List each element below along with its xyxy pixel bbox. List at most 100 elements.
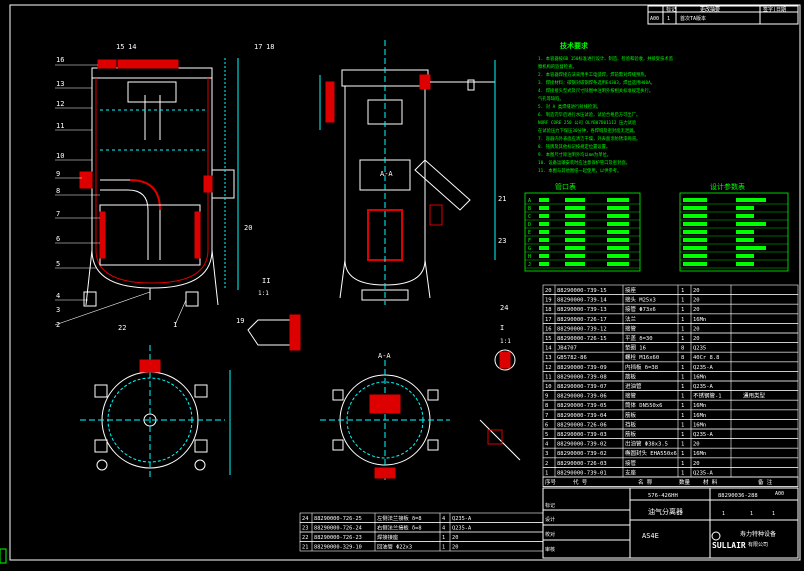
side-elevation-view: [319, 40, 496, 305]
parts-cell-name: 接管: [625, 392, 637, 400]
parts-cell-no: 10: [545, 384, 552, 390]
parts-cell-code: 88290000-739-05: [557, 403, 607, 409]
parts-cell-name: 接管: [625, 324, 637, 332]
revision-block: 标记 更改抽要 签字|日期 A00 1 首次TA版本: [647, 5, 799, 25]
parts-cell-qty: 1: [681, 365, 684, 371]
parts2-cell-mat: 20: [452, 545, 458, 551]
callout-11: 11: [56, 122, 64, 130]
nozzle-label: J: [528, 262, 531, 268]
nozzle-label: D: [528, 222, 531, 228]
parts-header-mat: 材 料: [703, 478, 718, 486]
revision-col-sign: 签字|日期: [763, 6, 786, 13]
parts-cell-qty: 1: [681, 288, 684, 294]
parts-cell-mat: 20: [693, 326, 700, 332]
detail-view-ii: II 1:1: [247, 277, 301, 351]
parts2-cell-name: 回油管 Φ22x3: [377, 543, 412, 551]
parts-header-remark: 备 注: [758, 478, 773, 486]
parts-cell-code: 88290000-739-02: [557, 442, 607, 448]
parts2-cell-code: 88290000-329-10: [314, 545, 362, 551]
plan-view-left: [80, 345, 231, 480]
tech-line-12: 8. 铭牌及其他标记按规定位置设置。: [538, 143, 610, 150]
parts-cell-qty: 1: [681, 374, 684, 380]
nozzle-row: J: [525, 262, 640, 269]
parts-cell-mat: Q235: [693, 346, 706, 352]
parts-cell-mat: 16Mn: [693, 451, 706, 457]
parts-cell-code: 88290000-739-12: [557, 326, 607, 332]
parts-cell-mat: 不锈钢管-1: [693, 392, 722, 400]
parts-cell-qty: 1: [681, 413, 684, 419]
parts-cell-name: 接管 Φ73x6: [625, 305, 656, 313]
parts-cell-no: 12: [545, 365, 552, 371]
tech-line-6: 气孔等缺陷。: [538, 95, 564, 102]
tech-line-9: NORF CORE 250 公司 OLYB07D01112 压力试验: [538, 119, 637, 126]
callout-21: 21: [498, 195, 506, 203]
parts-cell-qty: 1: [681, 326, 684, 332]
callout-6: 6: [56, 235, 60, 243]
nozzle-label: F: [528, 238, 531, 244]
parts-cell-code: 88290000-739-07: [557, 384, 607, 390]
parts-cell-code: 88290000-726-03: [557, 461, 607, 467]
design-row: [680, 246, 788, 253]
title-scale: 1: [722, 511, 725, 517]
tech-line-8: 6. 制造完毕后进行水压试验，试验合格后方可出厂。: [538, 111, 640, 118]
parts-cell-no: 3: [545, 451, 548, 457]
parts-cell-name: 筋板: [625, 411, 637, 419]
drawing-corner-mark: [0, 548, 7, 564]
parts-cell-code: 88290000-739-01: [557, 470, 607, 476]
parts-cell-mat: 20: [693, 288, 700, 294]
parts-header-code: 代 号: [573, 478, 588, 486]
parts-cell-code: 88290000-739-13: [557, 307, 607, 313]
parts-cell-no: 16: [545, 326, 552, 332]
callout-17: 17: [254, 43, 262, 51]
parts2-cell-name: 右侧法兰接板 δ=8: [377, 524, 422, 532]
nozzle-row: F: [525, 238, 640, 245]
parts-header-no: 序号: [545, 478, 557, 486]
parts2-cell-name: 左侧法兰接板 δ=8: [377, 514, 422, 522]
parts-cell-no: 11: [545, 374, 552, 380]
nozzle-label: C: [528, 214, 531, 220]
parts-cell-mat: 16Mn: [693, 413, 706, 419]
parts-cell-qty: 8: [681, 346, 684, 352]
parts-cell-no: 14: [545, 346, 552, 352]
nozzle-row: D: [525, 222, 640, 229]
detail-view-i: I 1:1: [479, 324, 521, 461]
parts-cell-mat: 16Mn: [693, 422, 706, 428]
callout-numbers: 16 15 14 17 18 13 12 11 10 9 8 7 6 5 4 3…: [56, 43, 508, 332]
callout-3: 3: [56, 306, 60, 314]
parts2-cell-no: 22: [302, 535, 308, 541]
parts-cell-name: 接管: [625, 459, 637, 467]
parts2-cell-code: 88290000-726-25: [314, 516, 362, 522]
callouts-left: [54, 64, 187, 326]
drawing-border: [9, 4, 801, 561]
nozzle-label: A: [528, 198, 531, 204]
design-table-title: 设计参数表: [710, 182, 745, 191]
view-scale-1: 1:1: [258, 290, 269, 297]
parts-cell-code: 88290000-739-06: [557, 394, 607, 400]
callout-8: 8: [56, 187, 60, 195]
parts-cell-name: 出油管 Φ38x3.5: [625, 440, 668, 448]
parts-cell-qty: 1: [681, 442, 684, 448]
parts-cell-qty: 1: [681, 432, 684, 438]
callout-12: 12: [56, 100, 64, 108]
nozzle-row: E: [525, 230, 640, 237]
design-row: [680, 198, 788, 205]
nozzle-label: G: [528, 246, 531, 252]
parts-cell-no: 4: [545, 442, 549, 448]
title-sheets: 1: [772, 511, 775, 517]
parts-cell-name: 进油管: [625, 382, 642, 390]
parts-cell-mat: 16Mn: [693, 403, 706, 409]
tech-line-7: 5. 对 A 类焊缝进行射线检测。: [538, 103, 601, 110]
parts-cell-name: 筋板: [625, 372, 637, 380]
parts2-cell-mat: Q235-A: [452, 516, 472, 522]
parts-cell-qty: 1: [681, 298, 684, 304]
parts-cell-name: 平盖 δ=30: [625, 334, 653, 342]
